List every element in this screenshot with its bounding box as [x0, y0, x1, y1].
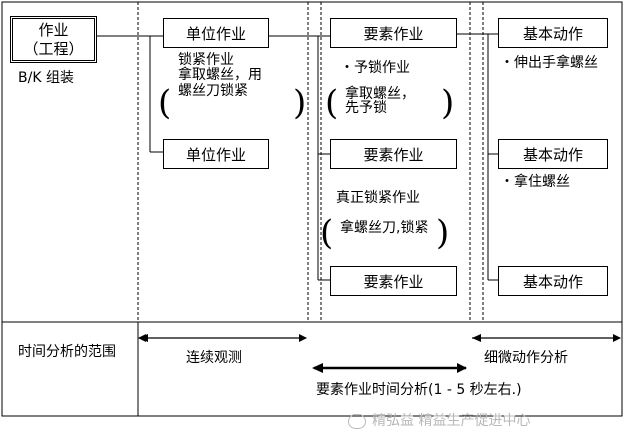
wechat-icon	[348, 413, 366, 429]
element-note1-open-paren: (	[325, 83, 339, 123]
root-title-line2: （工程）	[23, 39, 84, 58]
element-work-box-1: 要素作业	[330, 18, 457, 48]
basic-motion-box-2: 基本动作	[498, 139, 608, 169]
scope-label: 时间分析的范围	[18, 344, 116, 360]
basic-motion-box-1: 基本动作	[498, 18, 608, 48]
watermark: 精弘益 精益生产促进中心	[348, 410, 530, 430]
continuous-observation-label: 连续观测	[186, 350, 242, 366]
element-note1-close-paren: )	[441, 83, 455, 123]
outer-frame	[1, 1, 623, 417]
element-work-box-3: 要素作业	[330, 266, 457, 296]
unit-note-close-paren: )	[293, 83, 307, 123]
unit-work-box-2: 单位作业	[163, 139, 269, 169]
unit-note-line1: 锁紧作业	[178, 52, 234, 68]
basic-motion-box-3: 基本动作	[498, 266, 608, 296]
element-note2-line1: 拿螺丝刀,锁紧	[340, 220, 429, 236]
micro-motion-label: 细微动作分析	[484, 350, 568, 366]
element-note1-line2: 先予锁	[345, 100, 387, 116]
element-note1-title: ・予锁作业	[340, 60, 410, 76]
element-note1-line1: 拿取螺丝，	[345, 86, 415, 102]
unit-note-line3: 螺丝刀锁紧	[178, 83, 248, 99]
arrowhead-continuous-left	[139, 334, 148, 342]
unit-note-line2: 拿取螺丝，用	[178, 67, 262, 83]
basic-note1: ・伸出手拿螺丝	[500, 55, 598, 71]
element-note2-title: 真正锁紧作业	[336, 190, 420, 206]
basic-note2: ・拿住螺丝	[500, 174, 570, 190]
element-time-label: 要素作业时间分析(1 - 5 秒左右.)	[316, 382, 522, 398]
element-note2-close-paren: )	[436, 213, 450, 253]
root-subtitle: B/K 组装	[18, 70, 74, 86]
unit-note-open-paren: (	[158, 83, 172, 123]
root-process-box: 作业 （工程）	[10, 16, 97, 63]
arrowhead-element-time-left	[312, 363, 323, 373]
unit-work-box-1: 单位作业	[163, 18, 269, 48]
element-work-box-2: 要素作业	[330, 139, 457, 169]
element-note2-open-paren: (	[320, 213, 334, 253]
arrowhead-micro-left	[472, 334, 481, 342]
watermark-text: 精弘益 精益生产促进中心	[372, 413, 531, 429]
root-title-line1: 作业	[38, 20, 69, 39]
